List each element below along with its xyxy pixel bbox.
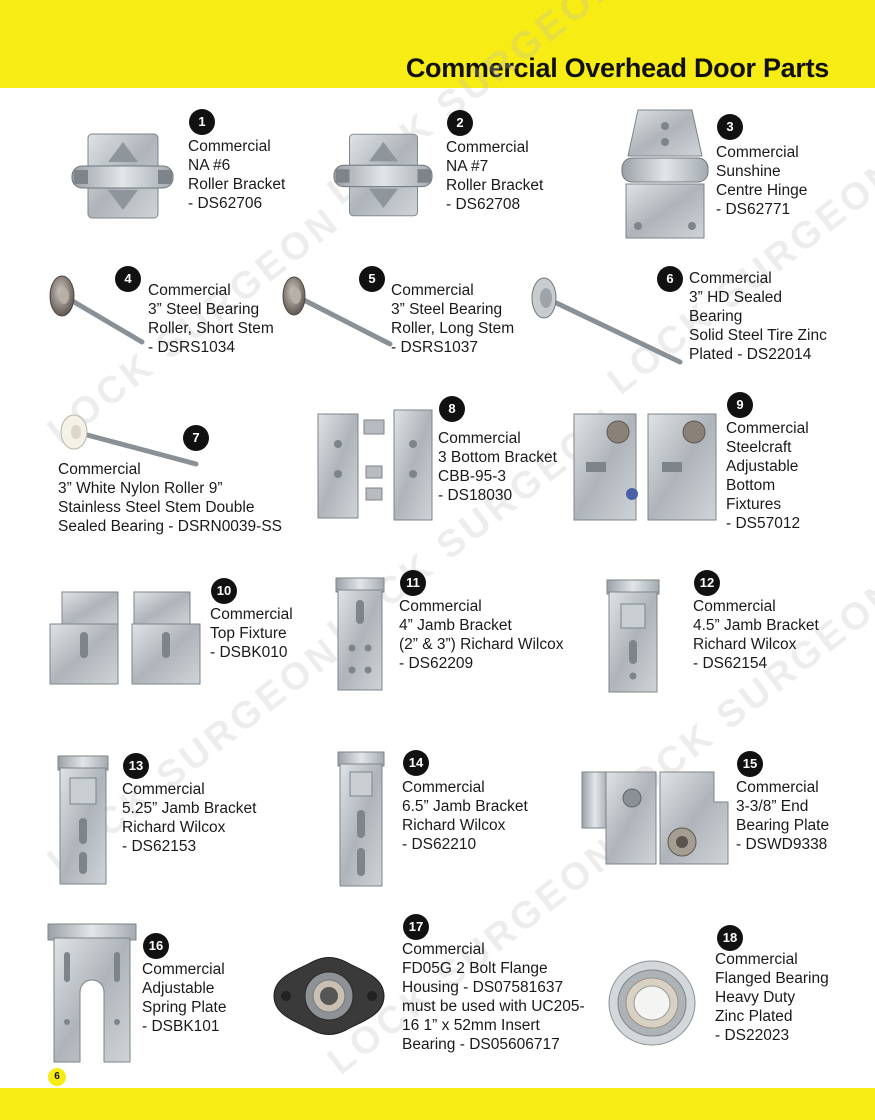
part-number-badge: 9: [727, 392, 753, 418]
part-number-badge: 13: [123, 753, 149, 779]
header-bar: [0, 0, 875, 88]
part-number-badge: 14: [403, 750, 429, 776]
part-number-badge: 7: [183, 425, 209, 451]
part-number-badge: 17: [403, 914, 429, 940]
roller-icon: [282, 276, 393, 347]
part-number-badge: 12: [694, 570, 720, 596]
jamb-bracket-icon: [335, 577, 385, 691]
part-number-badge: 5: [359, 266, 385, 292]
part-number-badge: 3: [717, 114, 743, 140]
jamb-bracket-icon: [337, 751, 385, 887]
jamb-bracket-icon: [606, 579, 660, 693]
part-number-badge: 6: [657, 266, 683, 292]
jamb-bracket-icon: [57, 755, 109, 885]
part-number-badge: 18: [717, 925, 743, 951]
part-number-badge: 15: [737, 751, 763, 777]
part-number-badge: 4: [115, 266, 141, 292]
top-fixture-icon: [49, 591, 201, 685]
page-title: Commercial Overhead Door Parts: [405, 53, 829, 83]
flange-housing-icon: [273, 957, 385, 1035]
roller-bracket-icon: [71, 133, 174, 219]
page-number: 6: [48, 1068, 66, 1086]
flanged-bearing-icon: [608, 960, 696, 1046]
spring-plate-icon: [47, 923, 137, 1063]
part-number-badge: 1: [189, 109, 215, 135]
roller-bracket-icon: [333, 133, 433, 217]
roller-icon: [60, 414, 199, 467]
roller-icon: [531, 277, 683, 365]
part-number-badge: 16: [143, 933, 169, 959]
bottom-bracket-icon: [573, 413, 717, 521]
part-number-badge: 2: [447, 110, 473, 136]
end-bearing-plate-icon: [581, 771, 729, 865]
bottom-bracket-icon: [317, 409, 433, 521]
footer-bar: [0, 1088, 875, 1120]
part-number-badge: 11: [400, 570, 426, 596]
roller-icon: [49, 275, 145, 345]
part-number-badge: 8: [439, 396, 465, 422]
hinge-icon: [621, 109, 709, 239]
part-number-badge: 10: [211, 578, 237, 604]
